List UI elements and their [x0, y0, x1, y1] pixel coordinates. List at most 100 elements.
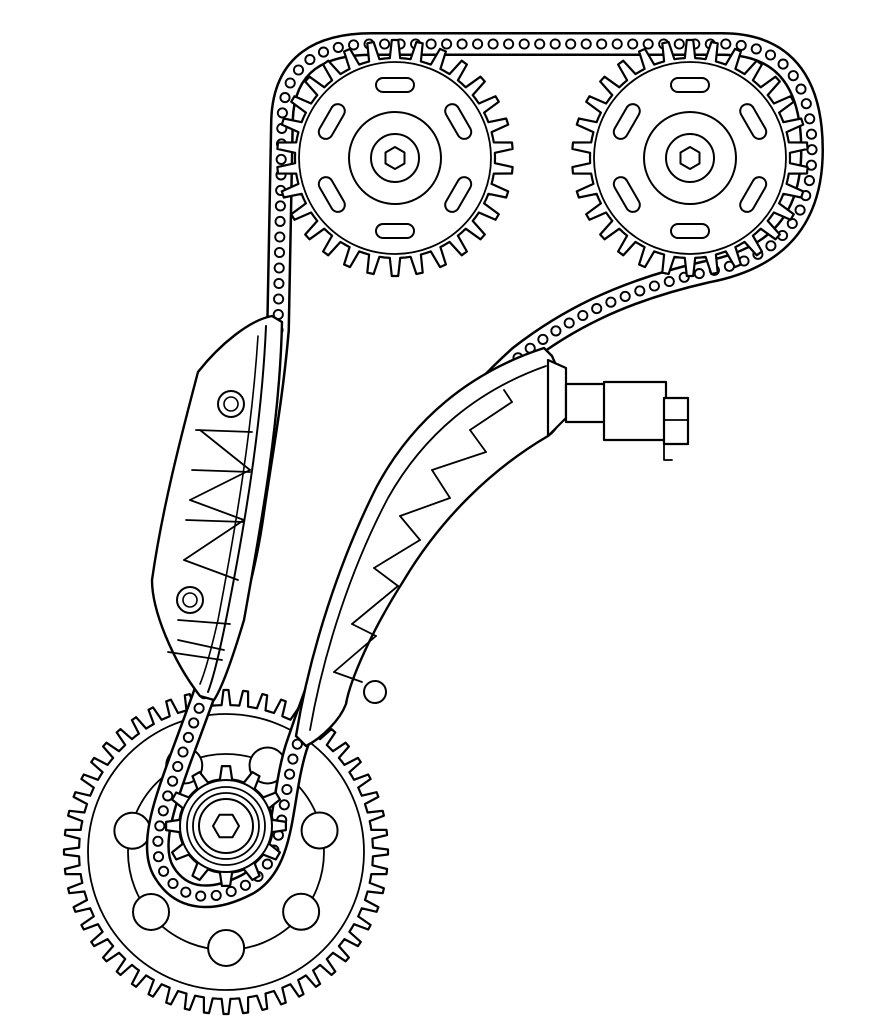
- chain-link-pin: [172, 760, 184, 773]
- chain-link-pin: [663, 275, 675, 288]
- sprocket-slot: [375, 223, 415, 239]
- chain-link-pin: [549, 38, 561, 50]
- chain-link-pin: [261, 858, 273, 870]
- tensioner-plunger-tip: [546, 358, 568, 438]
- chain-link-pin: [441, 38, 453, 50]
- chain-link-pin: [182, 731, 194, 743]
- guide-bolt-center: [223, 396, 239, 412]
- fixed-chain-guide: [150, 314, 284, 702]
- chain-link-pin: [693, 268, 705, 280]
- chain-link-pin: [803, 175, 815, 187]
- chain-link-pin: [472, 38, 484, 50]
- guide-web-strut: [189, 499, 245, 521]
- tensioner-rail: [294, 346, 565, 748]
- chain-link-pin: [193, 702, 205, 714]
- guide-bolt-center: [182, 592, 198, 608]
- chain-link-pin: [195, 890, 207, 902]
- chain-link-pin: [348, 39, 360, 51]
- chain-link-pin: [503, 38, 515, 50]
- chain-link-pin: [273, 246, 286, 259]
- tensioner-rail-body: [294, 346, 565, 748]
- sprocket-slot: [670, 223, 710, 239]
- guide-web-strut: [189, 469, 251, 501]
- sprocket-hex-bolt: [384, 146, 406, 170]
- sprocket-slot: [612, 103, 641, 140]
- sprocket-slot: [444, 103, 473, 140]
- crank-gear-hole: [113, 811, 152, 850]
- chain-tensioner: [546, 358, 690, 461]
- tensioner-pivot: [363, 680, 387, 704]
- guide-web-strut: [177, 639, 225, 651]
- sprocket-slot: [444, 176, 473, 213]
- tensioner-web-strut: [373, 539, 421, 569]
- chain-link-pin: [210, 889, 222, 901]
- chain-link-pin: [795, 83, 807, 95]
- chain-link-pin: [804, 113, 816, 125]
- guide-web-rib: [195, 429, 253, 433]
- tensioner-web-strut: [399, 515, 421, 541]
- guide-web-strut: [183, 519, 245, 561]
- chain-link-pin: [154, 820, 166, 832]
- tensioner-web-strut: [469, 429, 487, 453]
- tensioner-plunger: [564, 382, 608, 424]
- chain-link-pin: [157, 805, 169, 817]
- chain-link-pin: [332, 41, 344, 53]
- chain-link-pin: [188, 717, 200, 729]
- crank-gear-hole: [132, 892, 171, 931]
- chain-link-pin: [239, 879, 251, 891]
- guide-web-rib: [167, 651, 223, 661]
- chain-link-pin: [750, 43, 762, 55]
- chain-link-pin: [806, 144, 818, 156]
- chain-link-pin: [800, 98, 812, 110]
- crank-gear-hole: [300, 811, 339, 850]
- chain-link-pin: [563, 317, 575, 329]
- chain-link-pin: [611, 38, 623, 50]
- chain-link-pin: [287, 753, 299, 765]
- tensioner-web-strut: [373, 567, 399, 587]
- tensioner-cap-edge: [663, 439, 673, 461]
- chain-link-pin: [596, 38, 608, 50]
- chain-link-pin: [765, 240, 777, 252]
- chain-link-pin: [274, 200, 286, 212]
- crankshaft-sprocket: [165, 765, 287, 887]
- chain-link-pin: [284, 77, 296, 89]
- tensioner-web-strut: [351, 585, 399, 625]
- guide-web-strut: [199, 429, 251, 471]
- chain-link-pin: [279, 92, 291, 104]
- tensioner-web-strut: [351, 623, 377, 637]
- chain-link-pin: [317, 46, 330, 58]
- tensioner-web-strut: [431, 469, 451, 499]
- tensioner-web-strut: [399, 497, 451, 517]
- chain-link-pin: [777, 58, 789, 70]
- intake-camshaft-sprocket: [276, 38, 514, 278]
- crank-sprocket-ring: [186, 786, 266, 866]
- crank-hex-bolt: [212, 813, 240, 839]
- sprocket-face: [593, 61, 787, 255]
- guide-rail-line: [207, 325, 267, 693]
- chain-link-pin: [284, 768, 296, 780]
- chain-link-pin: [276, 107, 288, 119]
- sprocket-slot: [739, 176, 768, 213]
- chain-link-pin: [281, 783, 293, 796]
- chain-link-pin: [292, 64, 305, 76]
- guide-web-rib: [191, 469, 251, 473]
- exhaust-camshaft-sprocket: [571, 38, 809, 278]
- chain-link-pin: [805, 128, 818, 140]
- sprocket-hex-bolt: [679, 146, 701, 170]
- tensioner-web-strut: [503, 389, 513, 403]
- chain-link-pin: [162, 790, 174, 802]
- chain-link-pin: [794, 204, 806, 216]
- chain-link-pin: [273, 293, 285, 305]
- crank-gear-rim: [87, 713, 365, 991]
- sprocket-face: [298, 61, 492, 255]
- chain-link-pin: [537, 333, 549, 345]
- guide-web-strut: [183, 559, 239, 581]
- chain-link-pin: [167, 775, 179, 787]
- chain-link-pin: [577, 309, 589, 322]
- sprocket-slot: [612, 176, 641, 213]
- tensioner-web-strut: [431, 451, 487, 471]
- chain-link-pin: [550, 325, 562, 337]
- chain-link-pin: [720, 38, 732, 50]
- tensioner-web-strut: [469, 401, 513, 431]
